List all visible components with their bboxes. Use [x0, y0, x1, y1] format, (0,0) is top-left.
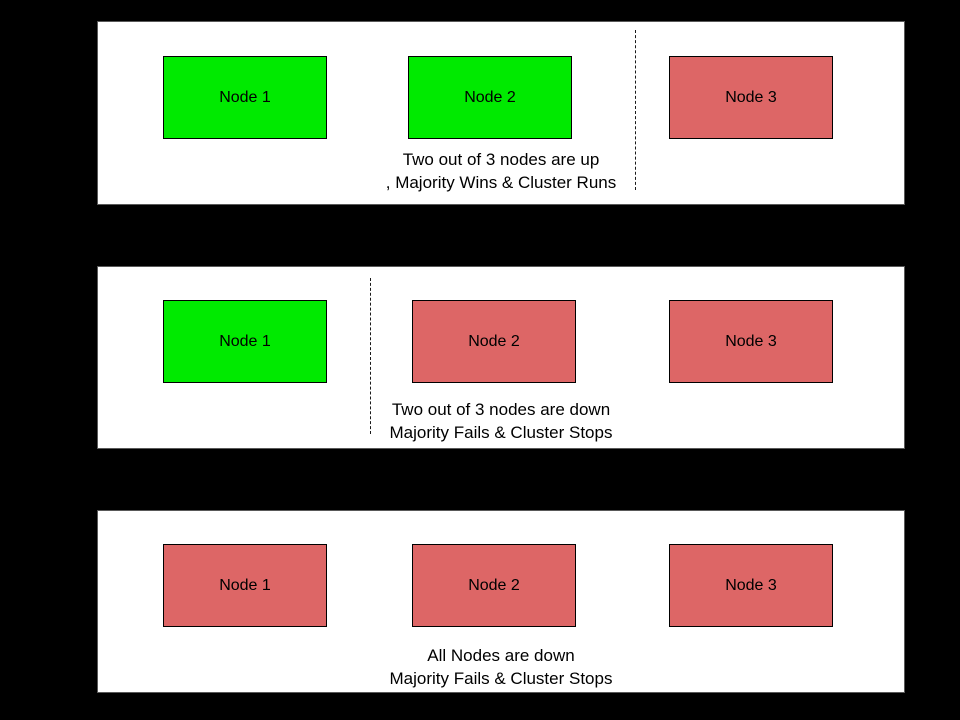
panel-caption: Two out of 3 nodes are down Majority Fai… — [98, 398, 904, 444]
panel-two-nodes-down: Node 1 Node 2 Node 3 Two out of 3 nodes … — [97, 266, 905, 449]
node-label: Node 1 — [219, 576, 271, 594]
caption-line-2: Majority Fails & Cluster Stops — [389, 669, 613, 688]
node-box-2: Node 2 — [412, 300, 576, 383]
node-label: Node 1 — [219, 88, 271, 106]
panel-caption: Two out of 3 nodes are up , Majority Win… — [98, 148, 904, 194]
caption-line-1: All Nodes are down — [427, 646, 575, 665]
panel-two-nodes-up: Node 1 Node 2 Node 3 Two out of 3 nodes … — [97, 21, 905, 205]
caption-line-2: , Majority Wins & Cluster Runs — [385, 173, 617, 192]
node-box-2: Node 2 — [408, 56, 572, 139]
dashed-partition-divider — [370, 278, 371, 434]
node-label: Node 3 — [725, 576, 777, 594]
caption-line-1: Two out of 3 nodes are down — [391, 400, 611, 419]
node-label: Node 3 — [725, 332, 777, 350]
node-box-3: Node 3 — [669, 56, 833, 139]
node-box-1: Node 1 — [163, 544, 327, 627]
caption-line-2: Majority Fails & Cluster Stops — [389, 423, 613, 442]
node-box-2: Node 2 — [412, 544, 576, 627]
node-label: Node 2 — [464, 88, 516, 106]
node-box-3: Node 3 — [669, 544, 833, 627]
node-box-1: Node 1 — [163, 56, 327, 139]
node-label: Node 3 — [725, 88, 777, 106]
node-label: Node 1 — [219, 332, 271, 350]
panel-caption: All Nodes are down Majority Fails & Clus… — [98, 644, 904, 690]
dashed-partition-divider — [635, 30, 636, 190]
panel-all-nodes-down: Node 1 Node 2 Node 3 All Nodes are down … — [97, 510, 905, 693]
node-label: Node 2 — [468, 332, 520, 350]
node-box-1: Node 1 — [163, 300, 327, 383]
node-box-3: Node 3 — [669, 300, 833, 383]
caption-line-1: Two out of 3 nodes are up — [402, 150, 600, 169]
node-label: Node 2 — [468, 576, 520, 594]
